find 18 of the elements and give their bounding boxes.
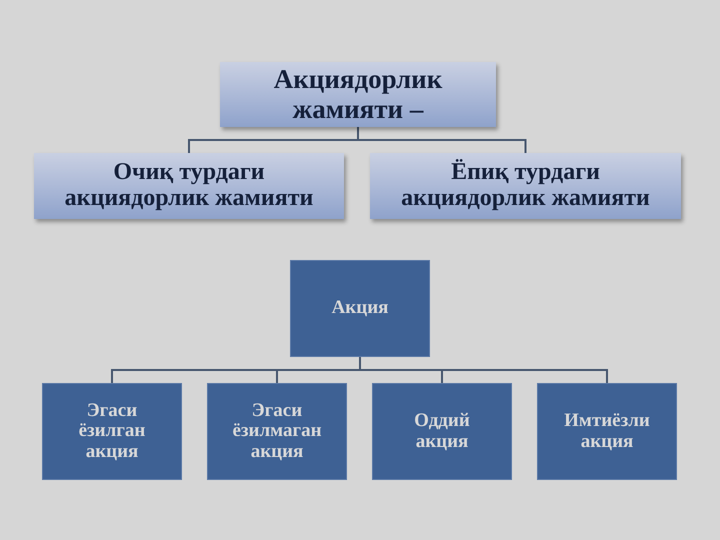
box-label: Имтиёзли акция	[563, 410, 651, 452]
box-label: Очиқ турдаги акциядорлик жамияти	[64, 160, 314, 212]
connector-line	[359, 357, 608, 383]
org-chart-box	[34, 153, 344, 219]
org-chart-box	[42, 383, 182, 480]
box-label: Ёпиқ турдаги акциядорлик жамияти	[400, 160, 651, 212]
org-chart-box	[372, 383, 512, 480]
connector-line	[357, 127, 526, 153]
org-chart-box	[537, 383, 677, 480]
box-label: Акциядорлик жамияти –	[272, 65, 444, 124]
org-chart-box	[290, 260, 430, 357]
org-chart-box	[370, 153, 681, 219]
org-chart-box	[220, 62, 496, 127]
box-label: Эгаси ёзилмаган акция	[231, 400, 323, 462]
box-label: Акция	[332, 298, 388, 319]
box-label: Эгаси ёзилган акция	[78, 400, 146, 462]
box-label: Оддий акция	[413, 410, 471, 452]
org-chart-box	[207, 383, 347, 480]
